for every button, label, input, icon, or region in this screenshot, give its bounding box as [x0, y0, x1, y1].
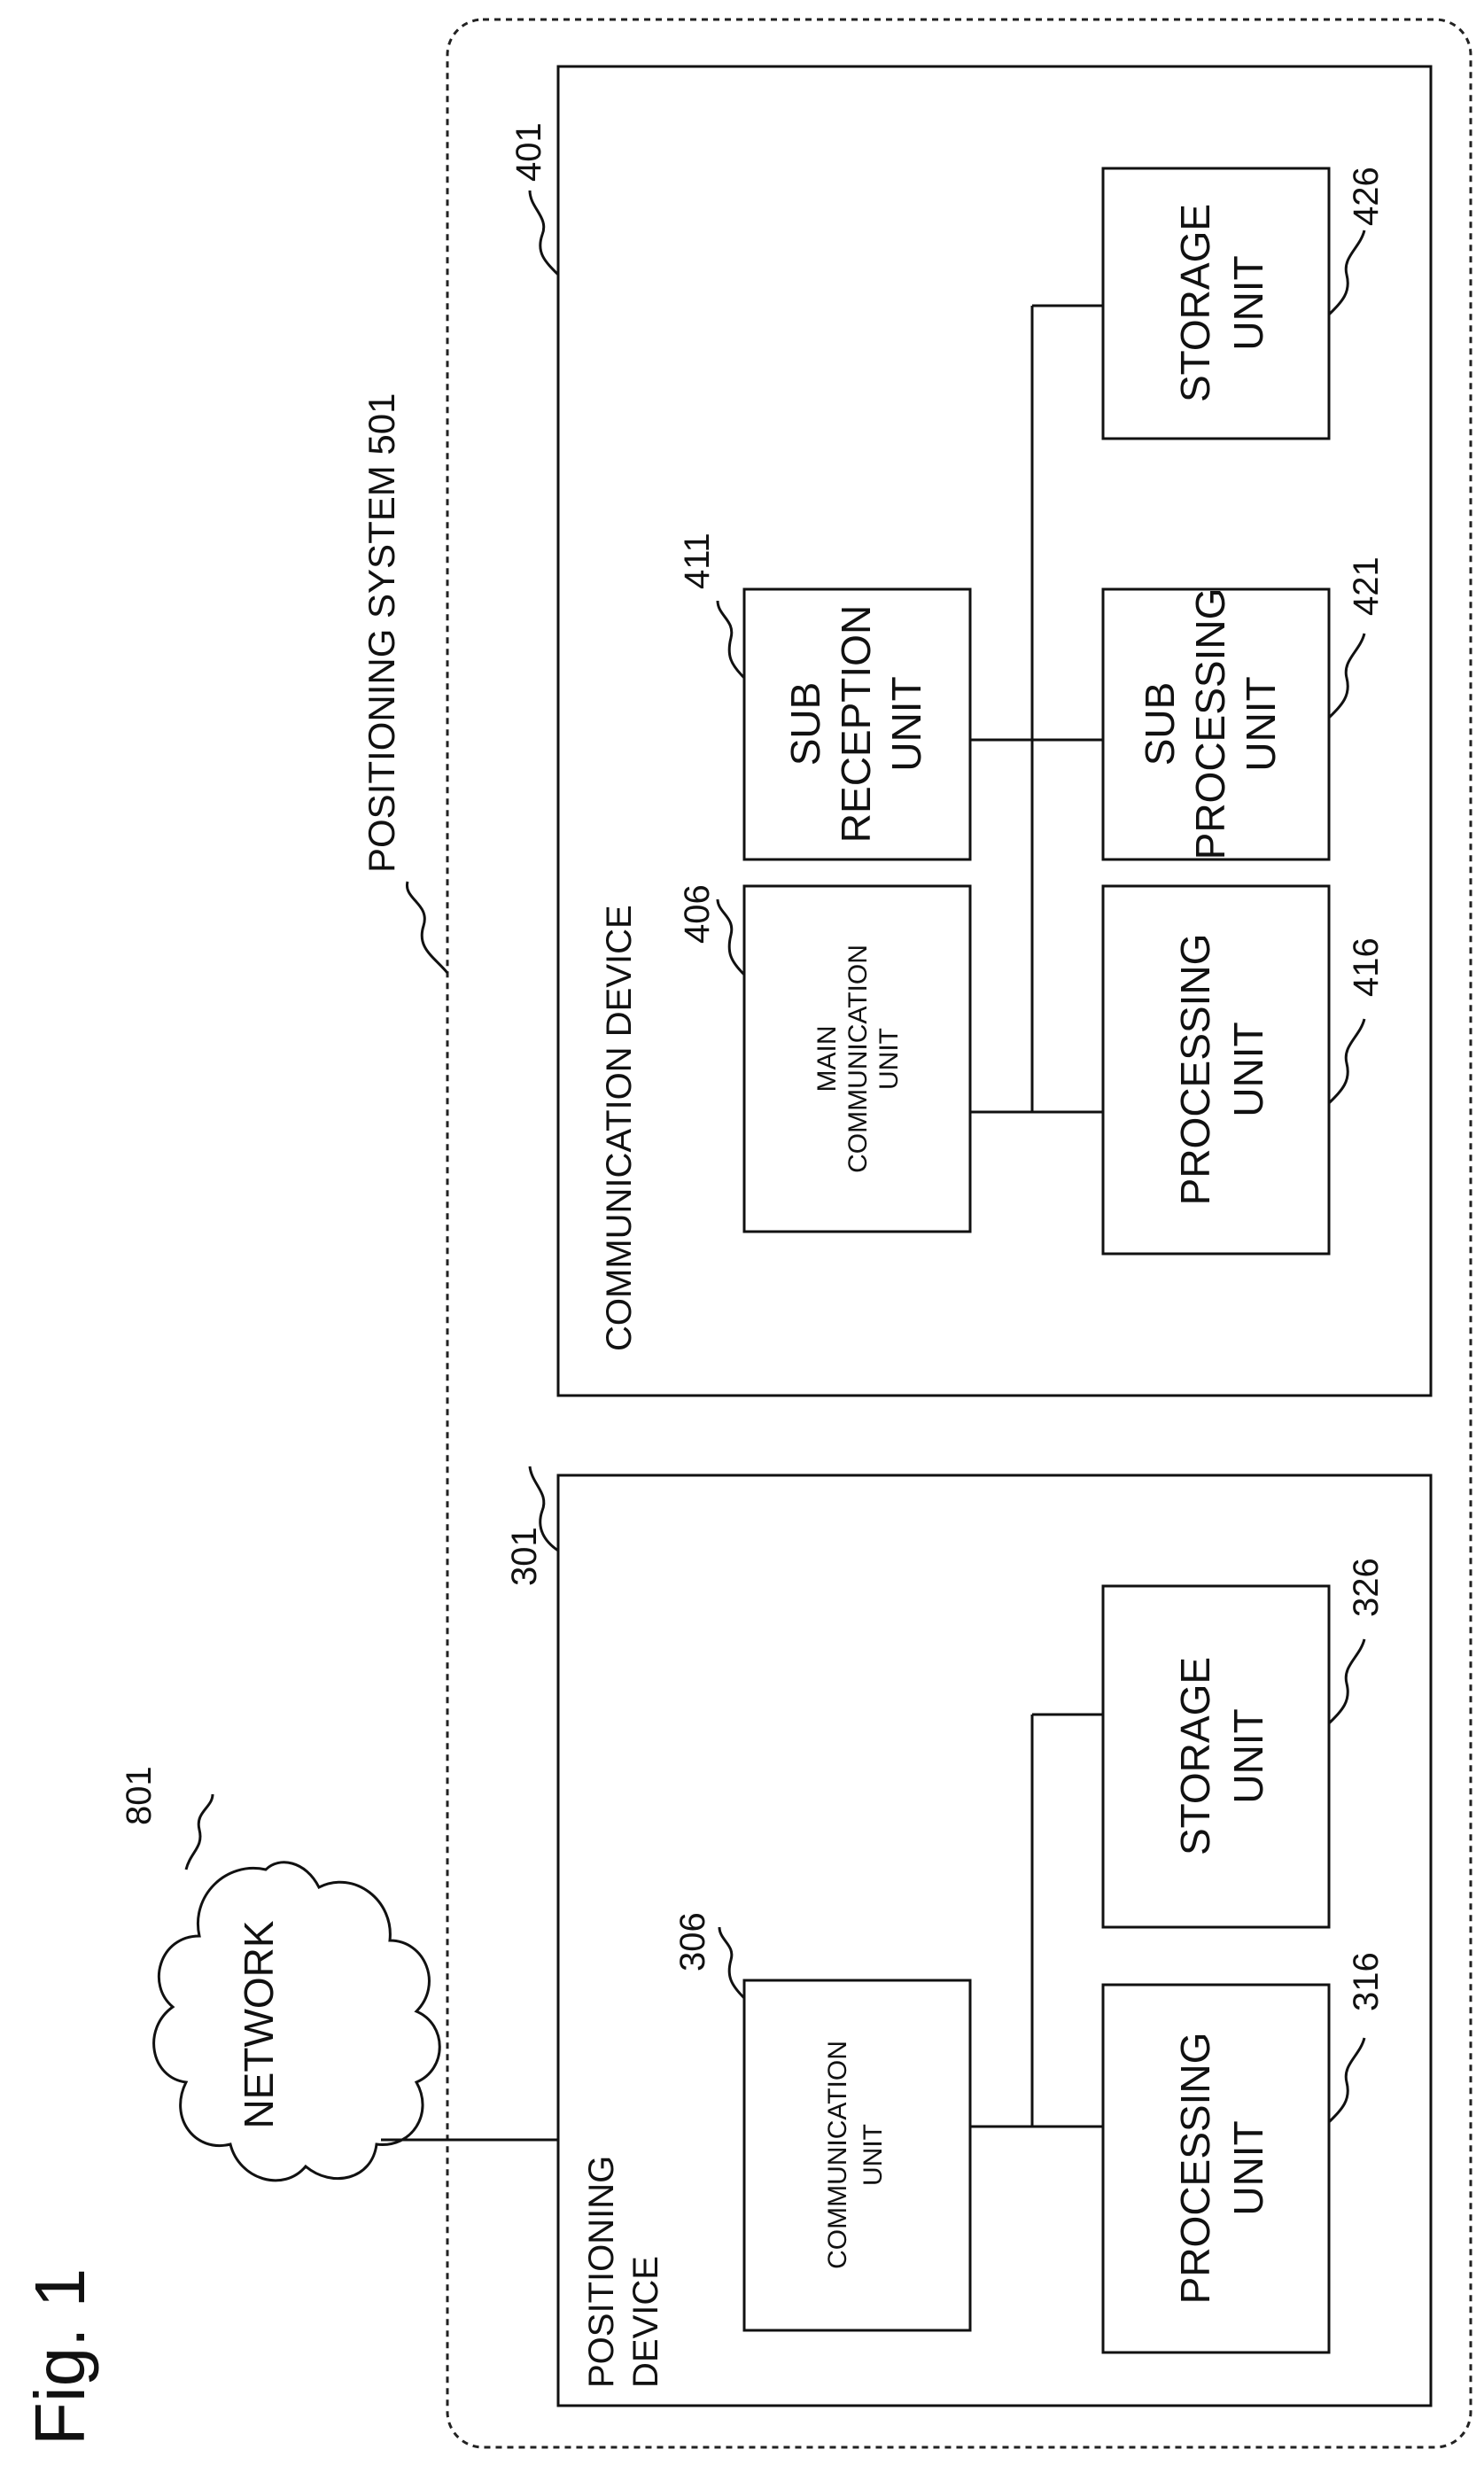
processing-unit-416-ref: 416 [1347, 937, 1386, 997]
processing-unit-416-line2: UNIT [1225, 1022, 1271, 1116]
sub-processing-unit-421-line3: UNIT [1238, 676, 1284, 771]
sub-reception-unit-411-line1: SUB [782, 682, 828, 766]
communication-unit-306-line2: UNIT [859, 2124, 888, 2186]
communication-unit-306-box [744, 1980, 970, 2330]
network-leader [186, 1794, 213, 1870]
sub-processing-unit-421-line2: PROCESSING [1187, 588, 1233, 860]
network-label: NETWORK [236, 1920, 282, 2128]
main-communication-unit-406-ref: 406 [678, 884, 717, 944]
processing-unit-316-line1: PROCESSING [1172, 2033, 1218, 2305]
positioning-system-leader [407, 882, 447, 973]
communication-unit-306-line1: COMMUNICATION [823, 2041, 852, 2269]
storage-unit-326-ref: 326 [1347, 1558, 1386, 1617]
communication-unit-306-ref: 306 [673, 1912, 712, 1971]
network-cloud [154, 1862, 440, 2181]
positioning-device-label-line2: DEVICE [626, 2256, 665, 2388]
network-ref: 801 [120, 1766, 159, 1825]
communication-device-ref: 401 [509, 122, 548, 182]
figure-label: Fig. 1 [20, 2268, 99, 2446]
communication-device-leader [530, 191, 558, 275]
main-communication-unit-406-line2: COMMUNICATION [843, 945, 873, 1173]
positioning-device-ref: 301 [505, 1527, 544, 1586]
storage-unit-426-line2: UNIT [1225, 255, 1271, 350]
main-communication-unit-406-line1: MAIN [812, 1026, 842, 1093]
storage-unit-426-line1: STORAGE [1172, 204, 1218, 402]
positioning-system-label: POSITIONING SYSTEM 501 [361, 393, 402, 873]
processing-unit-316-line2: UNIT [1225, 2120, 1271, 2215]
sub-processing-unit-421-ref: 421 [1347, 556, 1386, 616]
communication-device-label: COMMUNICATION DEVICE [600, 905, 639, 1351]
storage-unit-326-line1: STORAGE [1172, 1657, 1218, 1855]
storage-unit-426-ref: 426 [1347, 167, 1386, 226]
processing-unit-416-line1: PROCESSING [1172, 934, 1218, 1206]
processing-unit-316-ref: 316 [1347, 1952, 1386, 2011]
sub-processing-unit-421-line1: SUB [1137, 682, 1183, 766]
sub-reception-unit-411-line2: RECEPTION [833, 605, 879, 843]
sub-reception-unit-411-line3: UNIT [883, 676, 929, 771]
main-communication-unit-406-line3: UNIT [874, 1028, 904, 1090]
storage-unit-326-line2: UNIT [1225, 1708, 1271, 1803]
positioning-device-label-line1: POSITIONING [582, 2156, 621, 2388]
sub-reception-unit-411-ref: 411 [678, 533, 717, 589]
